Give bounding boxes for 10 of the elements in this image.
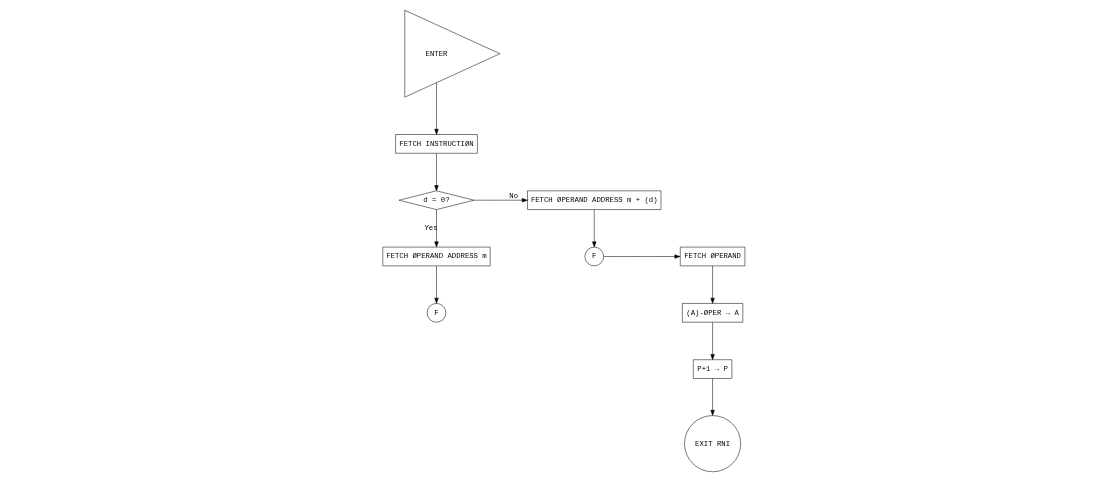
arrow <box>710 322 715 360</box>
arrow <box>433 209 439 248</box>
arrow <box>710 265 715 304</box>
arrow <box>433 82 439 135</box>
arrow <box>433 265 439 304</box>
arrow <box>433 153 439 191</box>
arrow <box>603 254 680 259</box>
arrow <box>710 378 715 416</box>
arrow <box>591 209 596 248</box>
arrow <box>473 198 528 203</box>
